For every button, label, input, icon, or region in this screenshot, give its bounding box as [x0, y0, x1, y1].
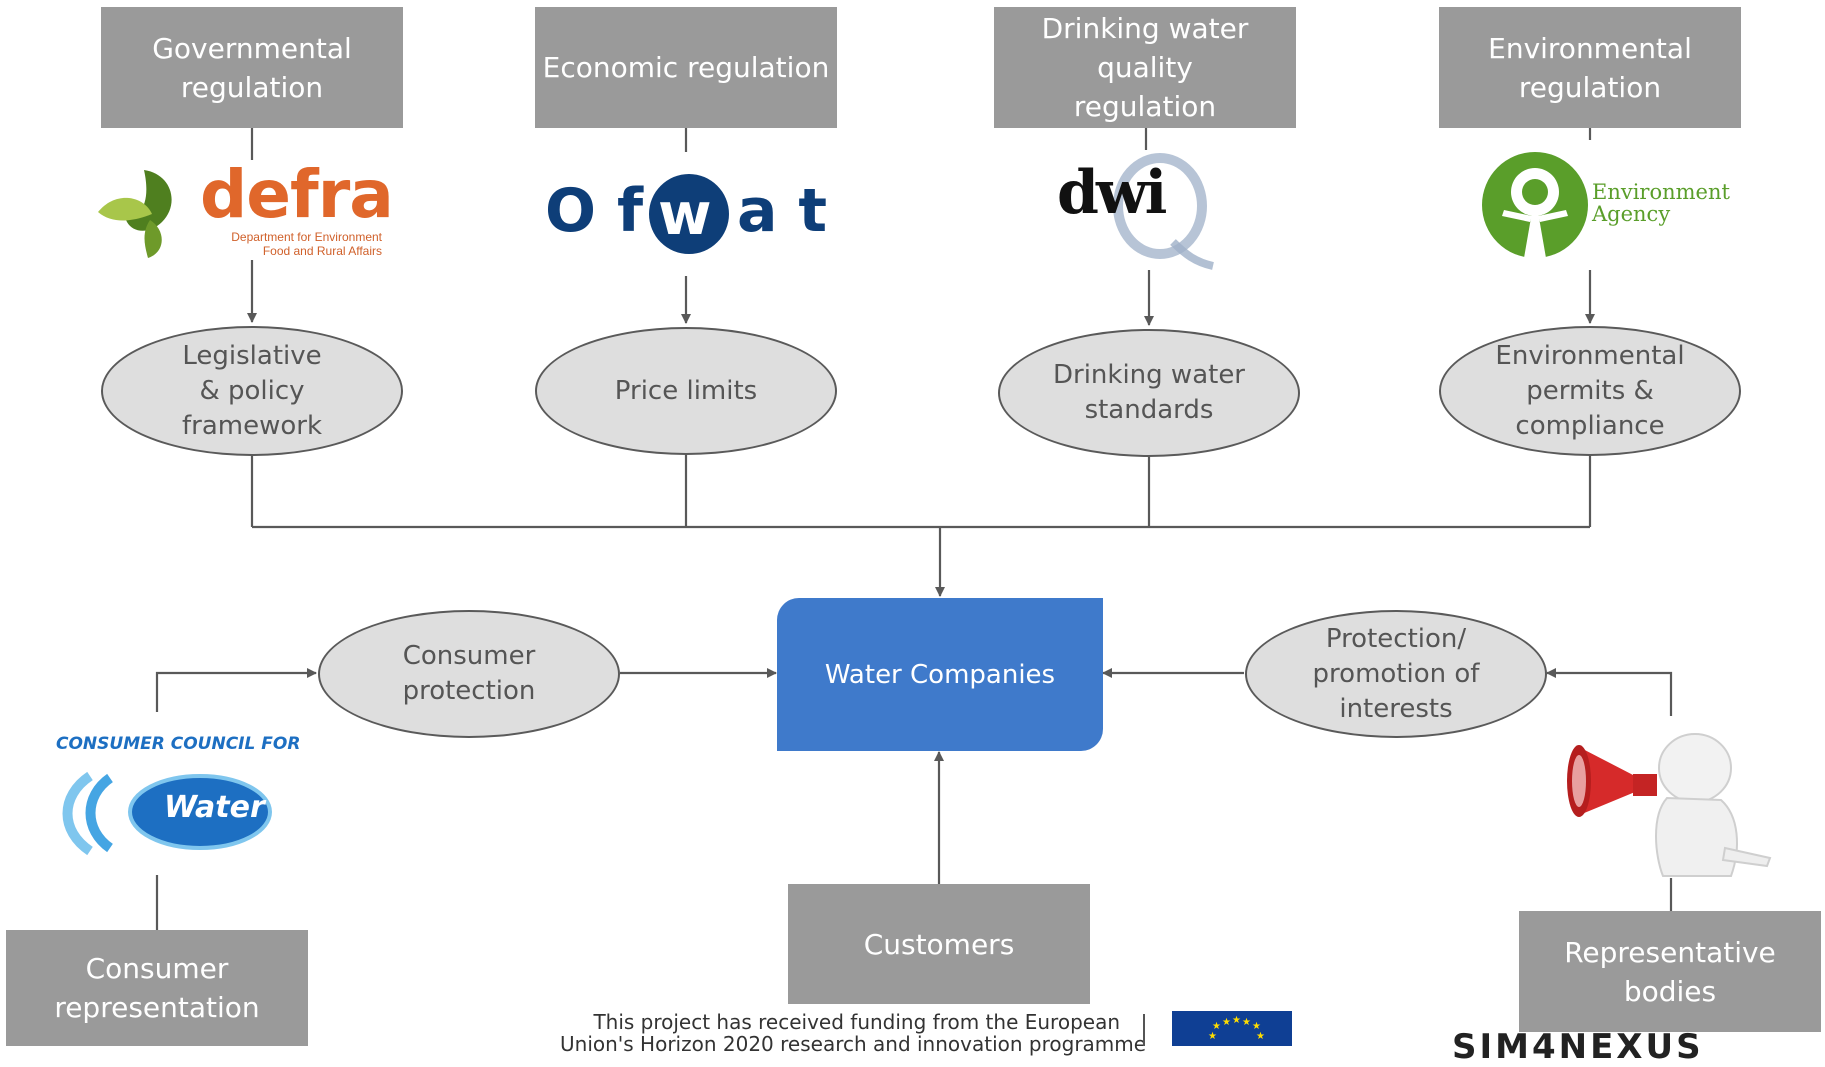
funding-line-2: Union's Horizon 2020 research and innova… — [560, 1032, 1147, 1056]
svg-text:★: ★ — [1242, 1017, 1251, 1028]
consumer-council-for-water-logo: CONSUMER COUNCIL FOR Water — [50, 732, 300, 862]
svg-text:★: ★ — [1212, 1021, 1221, 1032]
governmental-regulation-label: Governmental regulation — [152, 31, 352, 104]
legislative-policy-ellipse: Legislative & policy framework — [101, 326, 403, 456]
ofwat-w: w — [658, 180, 712, 248]
drinking-water-quality-regulation-label: Drinking water quality regulation — [1041, 12, 1249, 123]
economic-regulation-label: Economic regulation — [542, 51, 830, 84]
protection-promotion-label: Protection/ promotion of interests — [1312, 623, 1480, 724]
dwi-wordmark: dwi — [1057, 158, 1167, 228]
consumer-protection-ellipse: Consumer protection — [318, 610, 620, 738]
consumer-protection-label: Consumer protection — [402, 641, 536, 706]
economic-regulation-box: Economic regulation — [535, 7, 837, 128]
defra-wordmark: defra — [200, 156, 394, 233]
ea-line-2: Agency — [1592, 202, 1671, 226]
megaphone-person-icon — [1567, 733, 1772, 877]
price-limits-ellipse: Price limits — [535, 327, 837, 455]
funding-statement: This project has received funding from t… — [560, 1010, 1147, 1056]
ccw-heading: CONSUMER COUNCIL FOR — [56, 734, 301, 754]
svg-text:★: ★ — [1256, 1031, 1265, 1042]
consumer-representation-label: Consumer representation — [54, 952, 260, 1024]
protection-promotion-ellipse: Protection/ promotion of interests — [1245, 610, 1547, 738]
governmental-regulation-box: Governmental regulation — [101, 7, 403, 128]
dwi-logo: dwi — [1055, 150, 1235, 270]
water-companies-box: Water Companies — [777, 598, 1103, 751]
eu-flag: ★★★★★ ★★ — [1172, 1011, 1292, 1046]
megaphone-figure-image — [1555, 716, 1785, 878]
drinking-water-standards-ellipse: Drinking water standards — [998, 329, 1300, 457]
footer-divider — [1143, 1014, 1145, 1046]
legislative-policy-label: Legislative & policy framework — [181, 340, 323, 441]
representative-bodies-box: Representative bodies — [1519, 911, 1821, 1032]
ofwat-f: f — [617, 176, 644, 246]
environmental-regulation-label: Environmental regulation — [1488, 31, 1692, 104]
svg-text:★: ★ — [1252, 1021, 1261, 1032]
eu-stars-icon: ★★★★★ ★★ — [1208, 1015, 1265, 1042]
environment-agency-logo: Environment Agency — [1482, 152, 1732, 262]
customers-label: Customers — [863, 927, 1015, 961]
representative-bodies-label: Representative bodies — [1564, 935, 1776, 1008]
dwi-q-icon — [1113, 153, 1214, 270]
environmental-permits-label: Environmental permits & compliance — [1495, 340, 1685, 441]
ofwat-o: O — [545, 176, 597, 246]
ofwat-w-disc — [649, 174, 729, 254]
environmental-regulation-box: Environmental regulation — [1439, 7, 1741, 128]
defra-logo: defra Department for Environment Food an… — [92, 156, 394, 260]
drinking-water-standards-label: Drinking water standards — [1052, 360, 1246, 425]
ccw-swoosh-icon — [62, 771, 272, 856]
ofwat-logo: O f w a t — [545, 168, 835, 268]
ccw-word: Water — [164, 790, 265, 825]
water-companies-label: Water Companies — [824, 659, 1056, 690]
environmental-permits-ellipse: Environmental permits & compliance — [1439, 326, 1741, 456]
ea-line-1: Environment — [1592, 180, 1730, 204]
ofwat-at: a t — [737, 176, 828, 246]
svg-text:★: ★ — [1222, 1017, 1231, 1028]
consumer-representation-box: Consumer representation — [6, 930, 308, 1046]
customers-box: Customers — [788, 884, 1090, 1004]
sim4nexus-logo: SIM4NEXUS — [1452, 1027, 1704, 1067]
defra-subtitle-2: Food and Rural Affairs — [262, 244, 382, 258]
svg-text:★: ★ — [1232, 1015, 1241, 1026]
svg-text:★: ★ — [1208, 1031, 1217, 1042]
defra-leaf-icon — [98, 170, 172, 258]
price-limits-label: Price limits — [614, 375, 758, 406]
drinking-water-quality-regulation-box: Drinking water quality regulation — [994, 7, 1296, 128]
funding-line-1: This project has received funding from t… — [593, 1010, 1120, 1034]
defra-subtitle-1: Department for Environment — [231, 230, 382, 244]
tree-figure-icon — [1482, 152, 1588, 258]
